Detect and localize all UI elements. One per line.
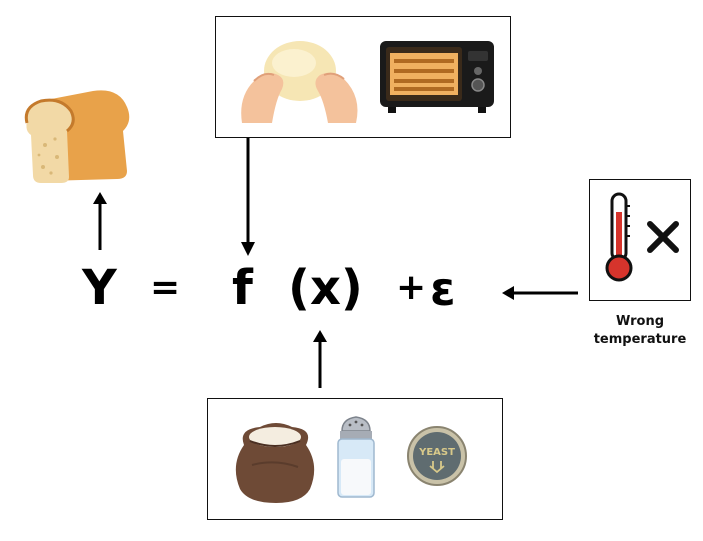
x-mark-icon — [647, 221, 679, 253]
wrong-temperature-label: Wrong temperature — [580, 313, 700, 349]
process-box — [215, 16, 511, 138]
oven-icon — [380, 41, 494, 113]
arrow-y-to-bread — [93, 192, 107, 250]
yeast-icon: YEAST — [407, 426, 467, 486]
bread-loaf-icon — [24, 90, 130, 183]
input-x: (x) — [288, 260, 363, 316]
output-y: Y — [82, 260, 117, 316]
arrow-noise-to-epsilon — [502, 286, 578, 300]
kneading-hands-icon — [241, 41, 358, 123]
salt-shaker-icon — [337, 416, 375, 498]
flour-sack-icon — [235, 423, 315, 503]
function-f: f — [232, 260, 253, 316]
arrow-process-to-f — [241, 138, 255, 256]
arrow-ingredients-to-x — [313, 330, 327, 388]
ingredients-box: YEAST — [207, 398, 503, 520]
wrong-temperature-line2: temperature — [593, 332, 687, 347]
equals-sign: = — [150, 267, 181, 308]
error-epsilon: ε — [430, 262, 456, 316]
yeast-label: YEAST — [418, 447, 455, 458]
wrong-temperature-line1: Wrong — [615, 314, 664, 329]
thermometer-icon — [605, 192, 633, 282]
noise-box — [589, 179, 691, 301]
plus-sign: + — [396, 267, 427, 308]
